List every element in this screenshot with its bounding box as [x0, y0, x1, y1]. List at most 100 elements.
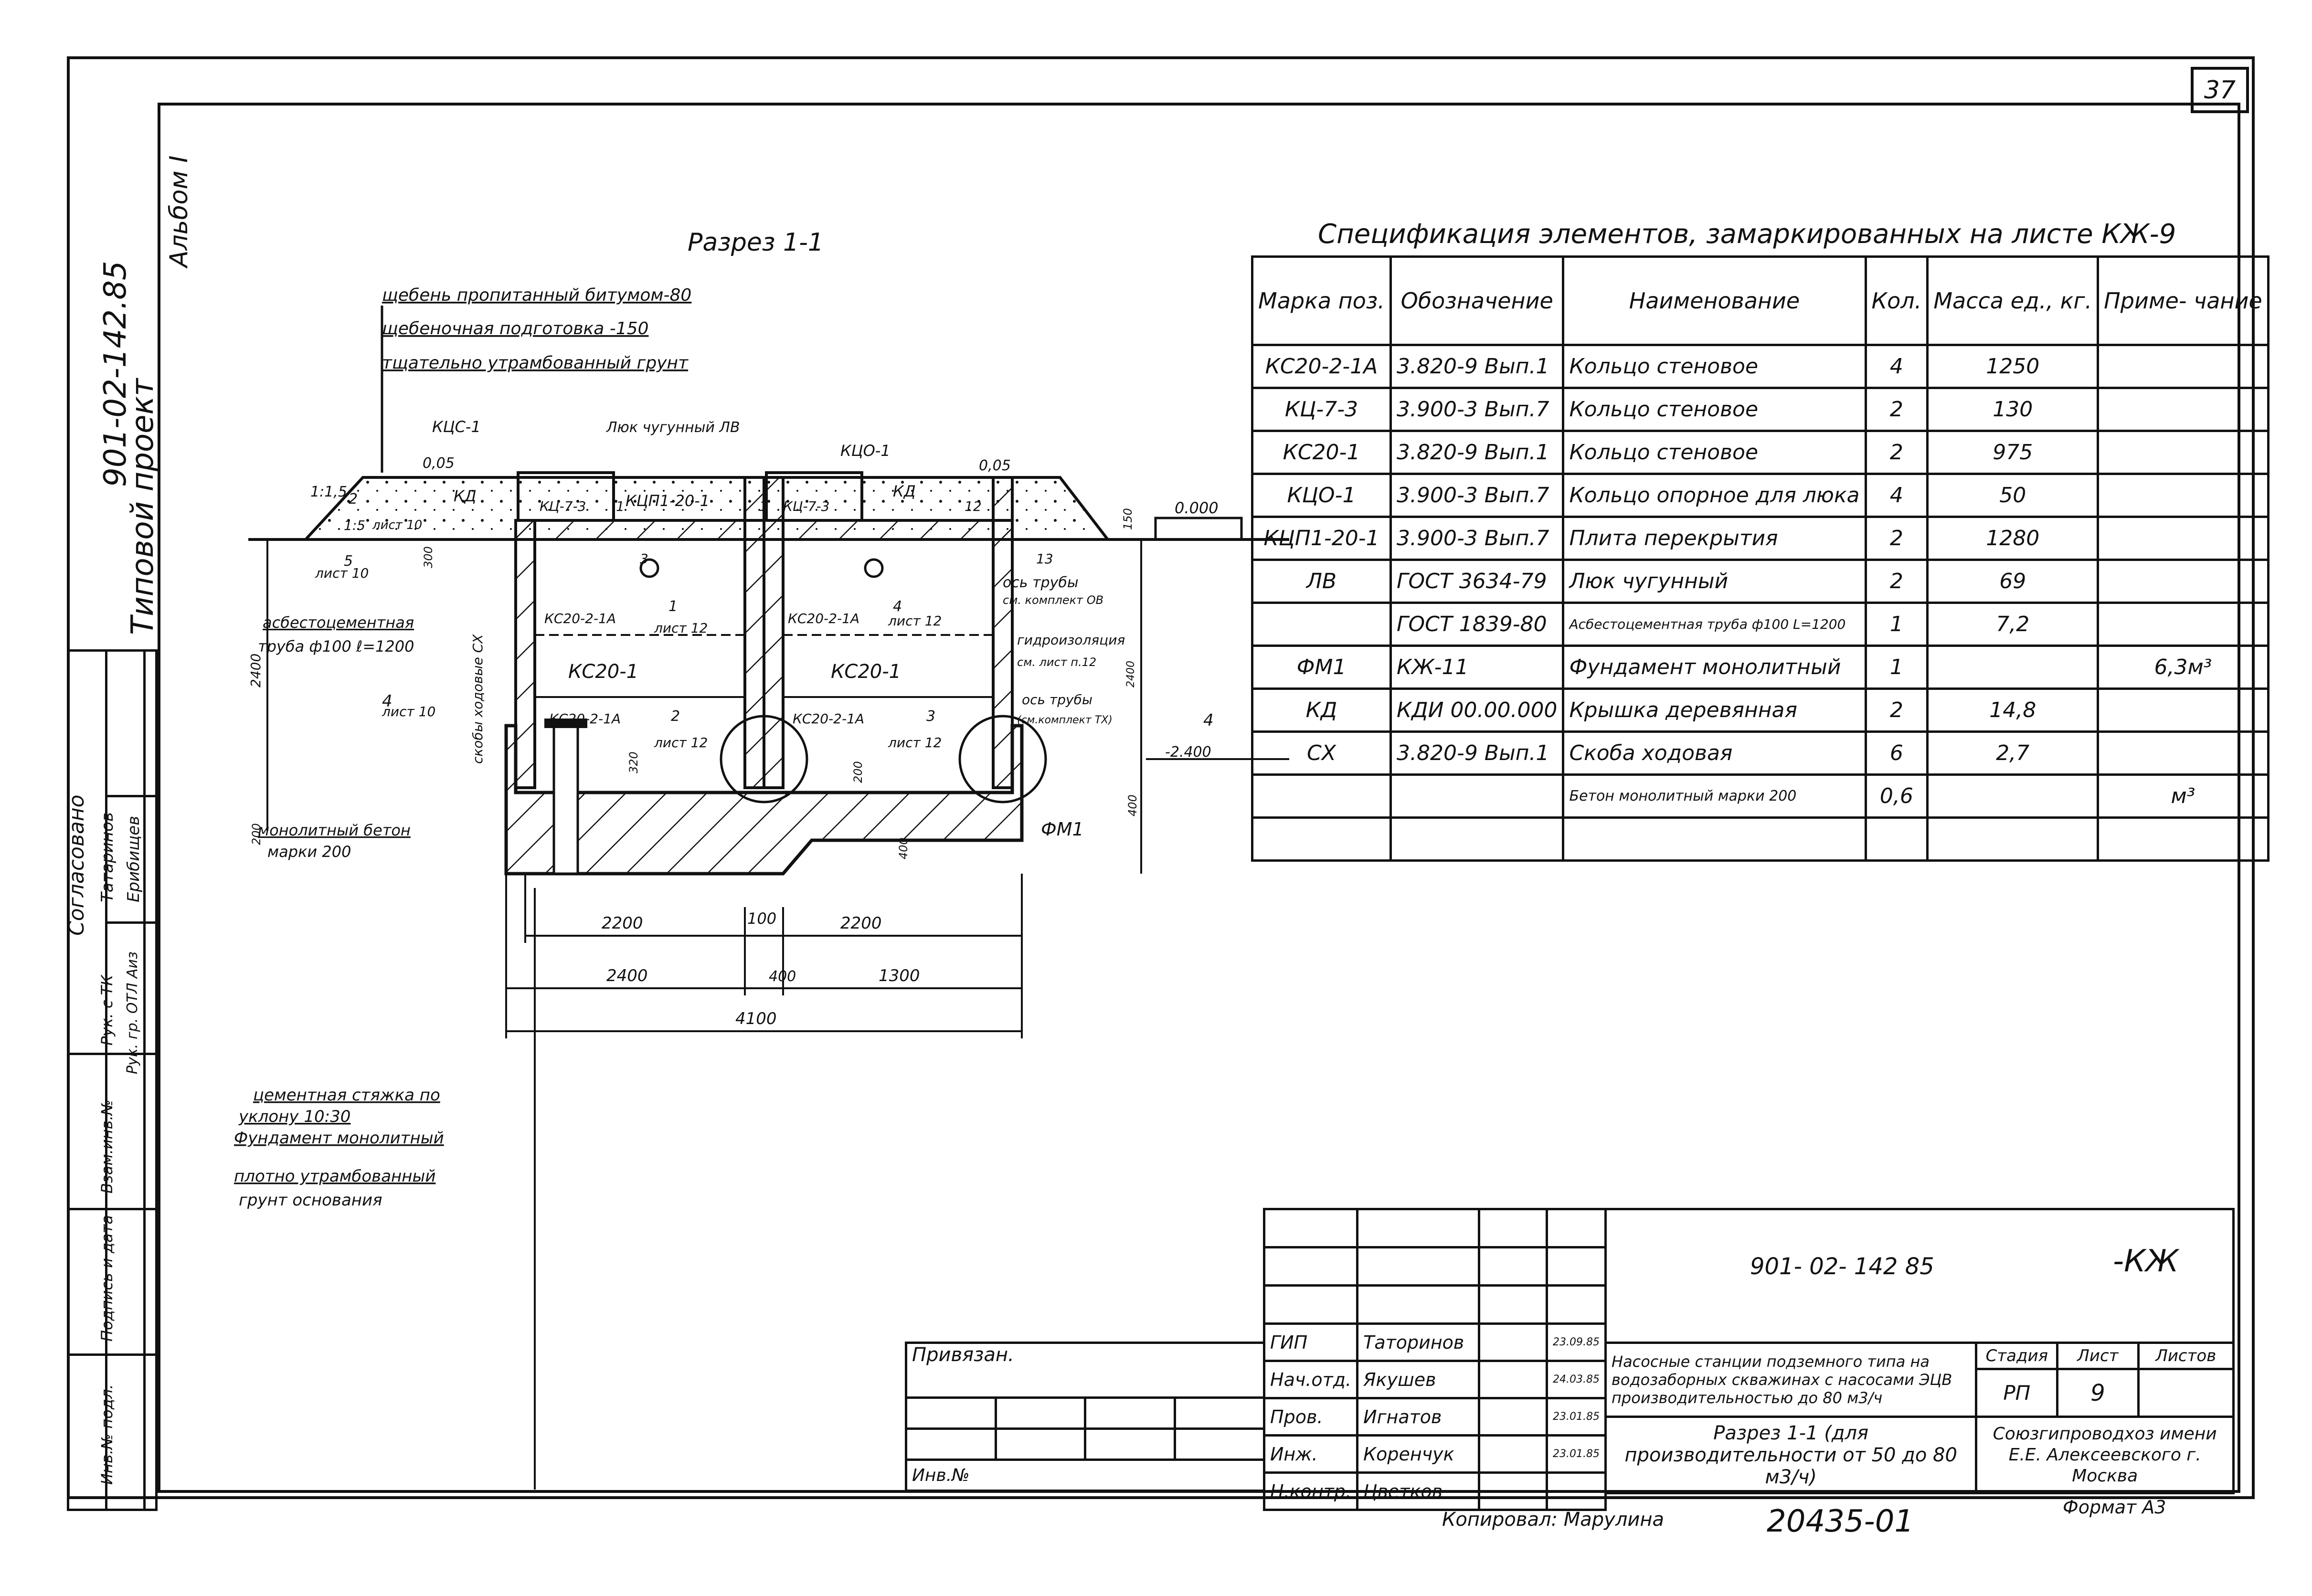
project-description: Насосные станции подземного типа на водо… [1604, 1342, 1978, 1418]
label-kd2: КД [893, 482, 916, 500]
spec-mass: 1280 [1926, 516, 2100, 561]
detail-circle-1 [720, 715, 808, 803]
dim-150: 150 [1121, 508, 1135, 530]
spec-mark [1251, 602, 1392, 647]
spec-mark: КС20-2-1А [1251, 344, 1392, 389]
num-1a: 1 [668, 598, 678, 615]
spec-mass: 1250 [1926, 344, 2100, 389]
label-fm1: ФМ1 [1041, 819, 1084, 840]
note-line4: плотно утрамбованный [234, 1167, 435, 1186]
num-12: 12 [965, 498, 982, 514]
label-asb: асбестоцементная [263, 613, 414, 632]
spec-note [2097, 516, 2270, 561]
spec-mark: СХ [1251, 730, 1392, 776]
dim-2200a: 2200 [602, 914, 643, 933]
sheet-label: Лист [2056, 1342, 2140, 1370]
label-slope2: 1:5 [344, 518, 365, 533]
label-d005a: 0,05 [423, 455, 455, 472]
label-ks2021a-bl: КС20-2-1А [549, 711, 621, 727]
spec-name: Бетон монолитный марки 200 [1562, 773, 1867, 819]
inv-label: Инв.№ [905, 1459, 1265, 1492]
spec-qty [1864, 816, 1929, 862]
section-title: Разрез 1-1 [688, 228, 824, 257]
spec-name: Кольцо стеновое [1562, 387, 1867, 432]
spec-note [2097, 687, 2270, 733]
dim-400-right: 400 [1126, 794, 1139, 816]
note-line1: цементная стяжка по [253, 1086, 440, 1105]
role: Н.контр. [1262, 1471, 1359, 1511]
label-ks2021a-br: КС20-2-1А [793, 711, 864, 727]
dim-2400: 2400 [248, 654, 264, 687]
label-gidro: гидроизоляция [1017, 632, 1125, 648]
side-stamp [67, 649, 158, 1511]
spec-mass: 2,7 [1926, 730, 2100, 776]
spec-note [2097, 816, 2270, 862]
spec-mark: КЦП1-20-1 [1251, 516, 1392, 561]
right-roof-slab [763, 519, 1014, 541]
spec-note [2097, 730, 2270, 776]
num-3: 3 [926, 708, 935, 725]
dim-2400-v: 2400 [1125, 661, 1137, 687]
spec-designation: ГОСТ 3634-79 [1389, 559, 1565, 604]
spec-note: м³ [2097, 773, 2270, 819]
spec-qty: 1 [1864, 645, 1929, 690]
sign-date: 24.03.85 [1546, 1360, 1607, 1399]
dim-4100: 4100 [735, 1009, 777, 1028]
label-list12c: лист 12 [654, 735, 708, 750]
dim-2400-h: 2400 [606, 966, 648, 985]
privyazan-block: Привязан. Инв.№ [905, 1342, 1265, 1492]
sign-date: 23.01.85 [1546, 1397, 1607, 1437]
spec-mass: 975 [1926, 430, 2100, 475]
pump-head [544, 719, 587, 728]
right-neck [765, 471, 863, 522]
note-line2: уклону 10:30 [238, 1107, 350, 1126]
sheets-label: Листов [2137, 1342, 2235, 1370]
label-list10a: лист 10 [315, 565, 369, 581]
left-roof-slab [514, 519, 765, 541]
spec-qty: 2 [1864, 559, 1929, 604]
spec-hdr-designation: Обозначение [1389, 255, 1565, 346]
spec-qty: 2 [1864, 687, 1929, 733]
spec-mass [1926, 816, 2100, 862]
label-kto1: КЦО-1 [840, 442, 891, 460]
organization: Союзгипроводхоз имени Е.Е. Алексеевского… [1975, 1416, 2235, 1494]
spec-name: Плита перекрытия [1562, 516, 1867, 561]
label-os-truby2: ось трубы [1022, 692, 1092, 708]
spec-hdr-mark: Марка поз. [1251, 255, 1392, 346]
spec-qty: 0,6 [1864, 773, 1929, 819]
detail-circle-2 [958, 715, 1047, 803]
pipe-axis-right [864, 558, 884, 578]
spec-designation: 3.820-9 Вып.1 [1389, 430, 1565, 475]
label-pipe: труба ф100 ℓ=1200 [258, 637, 414, 655]
spec-mass: 7,2 [1926, 602, 2100, 647]
level-marker-box [1154, 517, 1243, 541]
num-4a: 4 [893, 598, 902, 615]
label-ks201-r: КС20-1 [831, 661, 901, 683]
spec-qty: 4 [1864, 473, 1929, 518]
dim-1300: 1300 [879, 966, 920, 985]
spec-name: Скоба ходовая [1562, 730, 1867, 776]
sheet-number: 37 [2191, 67, 2249, 113]
label-list10c: лист 10 [372, 518, 422, 532]
label-list12b: лист 12 [888, 613, 942, 629]
doc-mark: -КЖ [2113, 1244, 2179, 1279]
label-sm-list: см. лист п.12 [1017, 655, 1096, 669]
spec-designation: ГОСТ 1839-80 [1389, 602, 1565, 647]
table-row [1251, 816, 2270, 862]
layer-3: тщательно утрамбованный грунт [382, 353, 689, 373]
spec-designation: 3.900-3 Вып.7 [1389, 387, 1565, 432]
stage-value: РП [1975, 1368, 2059, 1418]
num-4b: 4 [382, 692, 392, 711]
privyazan-label: Привязан. [905, 1342, 1265, 1399]
label-kc73b: КЦ-7-3 [783, 498, 829, 514]
spec-name: Асбестоцементная труба ф100 L=1200 [1562, 602, 1867, 647]
